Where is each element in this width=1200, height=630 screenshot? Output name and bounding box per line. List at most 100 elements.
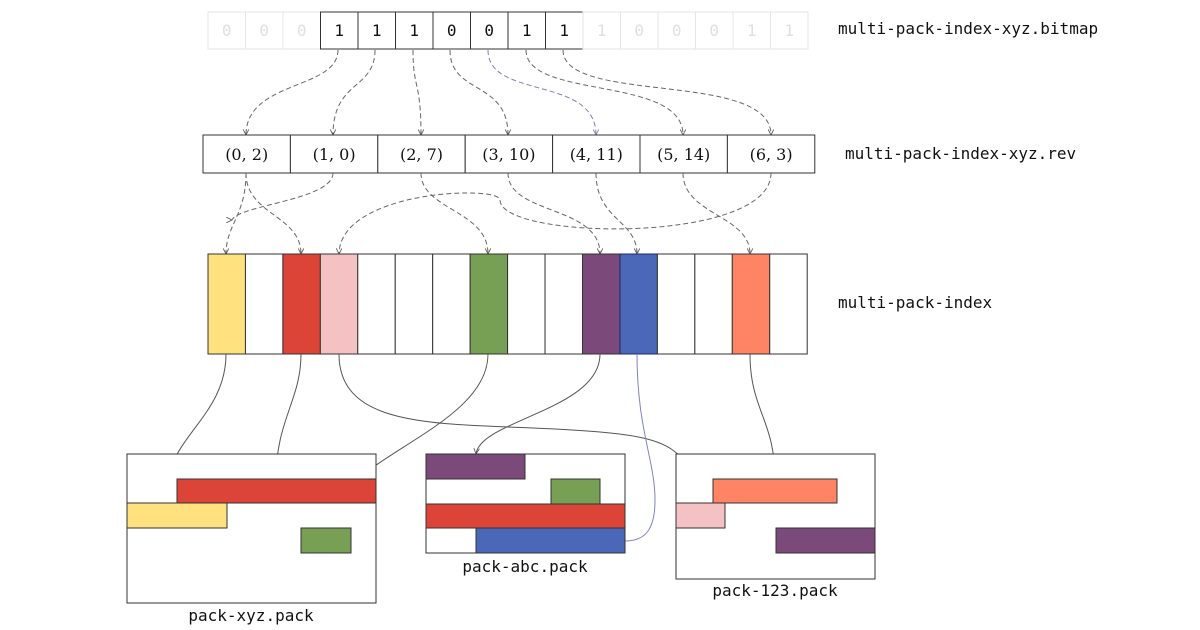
bitmap-arrow (487, 49, 596, 135)
bitmap-cell (695, 11, 734, 50)
pack-xyz: pack-xyz.pack (126, 453, 377, 625)
midx-slot (731, 253, 771, 355)
rev-entry: (2, 7) (400, 145, 443, 164)
midx-slot (582, 253, 621, 355)
pack-object (176, 478, 377, 504)
bitmap-cell (357, 11, 396, 50)
bitmap-cell (620, 11, 659, 50)
pack-object (550, 478, 601, 505)
bitmap-cell (470, 11, 509, 50)
rev-cell (464, 134, 554, 174)
bitmap-to-rev-arrows (246, 49, 771, 135)
rev-cell (552, 134, 641, 174)
bitmap-bit: 0 (672, 21, 682, 40)
midx-slot (207, 253, 246, 355)
bitmap-bit: 0 (447, 21, 457, 40)
pack-object (126, 502, 228, 529)
pack-name: pack-abc.pack (462, 557, 588, 576)
pack-object (775, 527, 876, 554)
midx-slot (394, 253, 434, 355)
bitmap-bit: 0 (222, 21, 232, 40)
midx-file-label: multi-pack-index (838, 293, 992, 312)
midx-slot (469, 253, 509, 355)
pack-name: pack-123.pack (712, 581, 838, 600)
midx-slot (544, 253, 583, 355)
bitmap-arrow (449, 49, 508, 135)
bitmap-bit: 0 (634, 21, 644, 40)
rev-file-label: multi-pack-index-xyz.rev (845, 144, 1076, 163)
midx-slot (244, 253, 284, 355)
pack-abc: pack-abc.pack (425, 453, 626, 576)
bitmap-bit: 0 (297, 21, 307, 40)
midx-slot (694, 253, 733, 355)
rev-arrow (507, 172, 600, 254)
rev-arrow (245, 172, 301, 254)
rev-entry: (5, 14) (657, 145, 710, 164)
midx-slot (507, 253, 546, 355)
bitmap-arrow (246, 49, 339, 135)
bitmap-bit: 0 (484, 21, 494, 40)
bitmap-bit: 1 (784, 21, 794, 40)
pack-object (675, 502, 726, 529)
rev-entry: (0, 2) (225, 145, 268, 164)
pack-object (425, 503, 626, 529)
rev-cell (202, 134, 291, 174)
midx-slot (282, 253, 321, 355)
rev-entry: (6, 3) (750, 145, 793, 164)
pack-123: pack-123.pack (675, 453, 876, 600)
bitmap-bit: 1 (522, 21, 532, 40)
pack-object (425, 453, 526, 480)
pack-arrow (476, 353, 601, 454)
bitmap-cell (545, 11, 584, 50)
rev-row: (0, 2) (1, 0) (2, 7) (3, 10) (4, 11) (5, 14) (… (202, 134, 1076, 174)
bitmap-bit: 1 (747, 21, 757, 40)
rev-arrow (420, 172, 488, 254)
bitmap-cell (245, 11, 284, 50)
bitmap-bit: 1 (409, 21, 419, 40)
rev-arrow (339, 172, 772, 254)
bitmap-file-label: multi-pack-index-xyz.bitmap (838, 19, 1098, 38)
midx-slot (432, 253, 471, 355)
pack-object (712, 478, 838, 504)
bitmap-bit: 0 (259, 21, 269, 40)
rev-entry: (4, 11) (570, 145, 623, 164)
rev-to-midx-arrows (226, 172, 772, 254)
rev-arrow (226, 172, 247, 254)
pack-name: pack-xyz.pack (188, 606, 314, 625)
bitmap-arrow (562, 49, 771, 135)
rev-cell (289, 134, 379, 174)
bitmap-arrow (412, 49, 421, 135)
rev-arrow (595, 172, 637, 254)
rev-cell (377, 134, 466, 174)
midx-slot (619, 253, 658, 355)
pack-object (475, 527, 626, 554)
bitmap-bit: 1 (559, 21, 569, 40)
midx-slot (656, 253, 696, 355)
midx-slot (319, 253, 359, 355)
bitmap-cell (770, 11, 809, 50)
rev-arrow (682, 172, 750, 254)
bitmap-cell (657, 11, 696, 50)
rev-entry: (3, 10) (482, 145, 535, 164)
bitmap-arrow (333, 49, 376, 135)
bitmap-bit: 0 (709, 21, 719, 40)
bitmap-row: 0 0 0 1 1 1 0 0 1 1 1 0 0 0 1 1 multi-pack-index-xyz.bi… (207, 11, 1098, 50)
rev-cell (726, 134, 816, 174)
bitmap-bit: 1 (597, 21, 607, 40)
pack-arrow (624, 353, 656, 542)
bitmap-bit: 1 (372, 21, 382, 40)
midx-row: multi-pack-index (207, 253, 992, 355)
midx-slot (357, 253, 396, 355)
pack-object (300, 527, 352, 554)
bitmap-cell (507, 11, 546, 50)
bitmap-arrow (525, 49, 683, 135)
bitmap-cell (207, 11, 246, 50)
bitmap-cell (432, 11, 471, 50)
midx-slot (769, 253, 808, 355)
bitmap-bit: 1 (334, 21, 344, 40)
bitmap-cell (282, 11, 321, 50)
rev-arrow (232, 172, 334, 220)
rev-entry: (1, 0) (313, 145, 356, 164)
bitmap-cell (395, 11, 434, 50)
